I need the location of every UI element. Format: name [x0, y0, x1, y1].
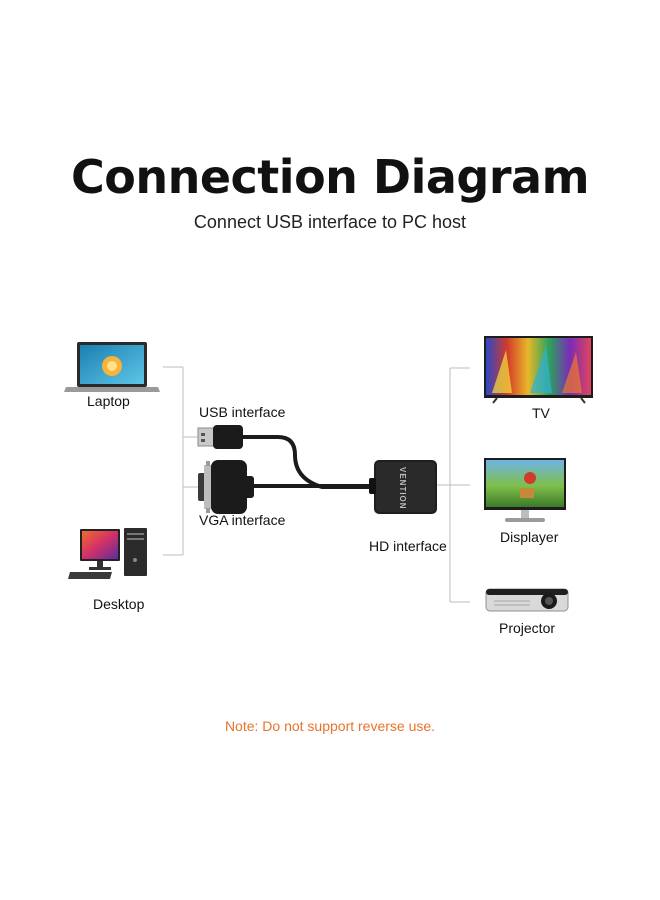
brand-text: VENTION	[398, 467, 407, 510]
usb-interface-label: USB interface	[199, 404, 286, 420]
displayer-label: Displayer	[500, 529, 559, 545]
usage-note: Note: Do not support reverse use.	[224, 718, 436, 734]
desktop-label: Desktop	[93, 596, 145, 612]
adapter-cables	[241, 435, 378, 489]
projector-label: Projector	[499, 620, 556, 636]
projector-icon	[485, 588, 569, 612]
monitor-icon	[484, 458, 566, 522]
diagram-subtitle: Connect USB interface to PC host	[193, 212, 467, 232]
diagram-title: Connection Diagram	[70, 150, 590, 204]
tv-icon	[484, 336, 593, 404]
hd-interface-label: HD interface	[369, 538, 447, 554]
adapter-brand-logo: VENTION	[398, 467, 413, 510]
usb-plug-icon	[197, 425, 243, 449]
adapter-box	[369, 460, 437, 514]
left-connector-lines	[163, 366, 198, 556]
vga-interface-label: VGA interface	[199, 512, 286, 528]
laptop-icon	[64, 342, 160, 392]
tv-label: TV	[532, 405, 550, 421]
laptop-label: Laptop	[87, 393, 130, 409]
vga-plug-icon	[198, 460, 254, 514]
right-connector-lines	[437, 367, 470, 603]
desktop-computer-icon	[68, 528, 147, 579]
